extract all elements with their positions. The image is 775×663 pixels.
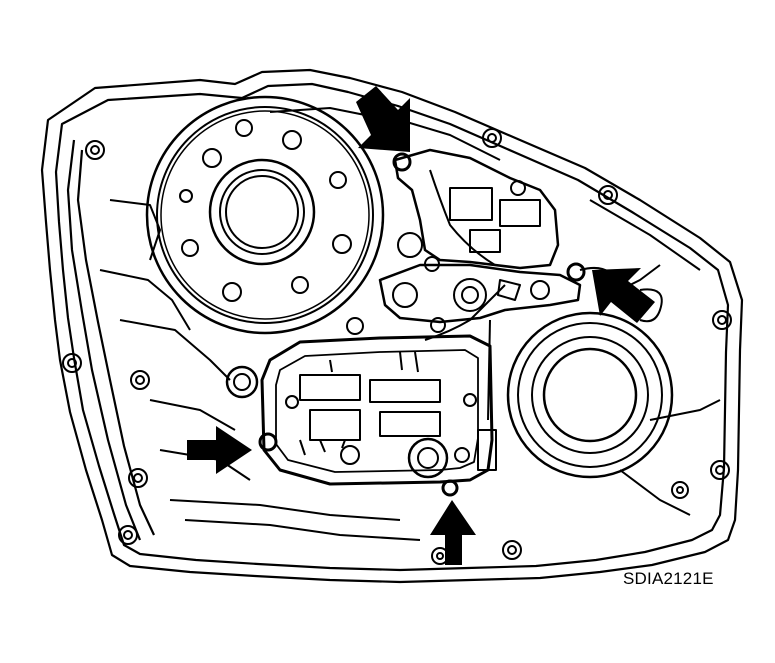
arrow-bottom-bolt <box>430 500 476 565</box>
case-ribs <box>99 107 721 541</box>
transmission-case <box>40 68 744 584</box>
figure-code-label: SDIA2121E <box>623 569 714 588</box>
right-bore <box>506 288 674 479</box>
arrow-right-bolt <box>592 268 655 323</box>
arrows <box>187 86 655 565</box>
left-drum-assembly <box>145 95 385 335</box>
arrow-left-bolt <box>187 426 252 474</box>
upper-valve-and-solenoids <box>346 148 619 421</box>
case-bolt-holes <box>62 128 732 565</box>
arrow-top-bolt <box>356 86 410 152</box>
control-valve-body <box>225 334 497 497</box>
